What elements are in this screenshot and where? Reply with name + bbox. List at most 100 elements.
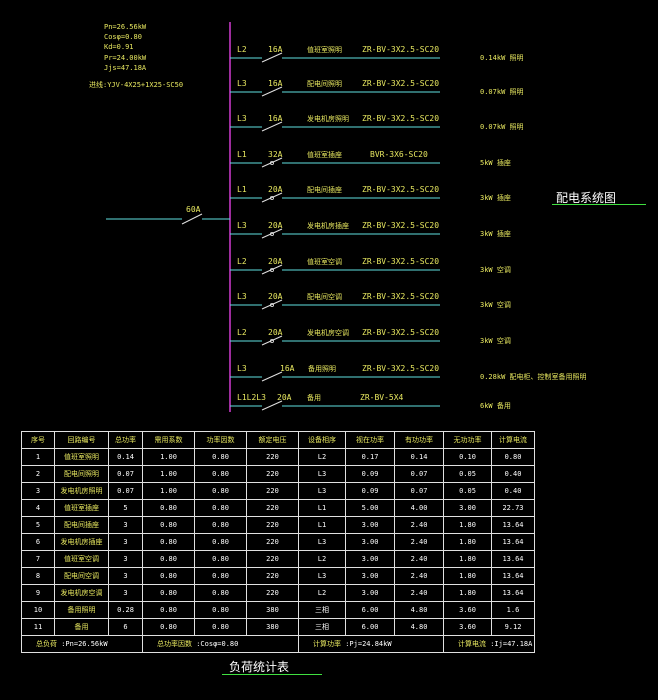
circuit-cable: ZR-BV-3X2.5-SC20 — [362, 185, 440, 194]
table-cell: L3 — [298, 533, 346, 551]
table-cell: 5 — [108, 499, 143, 517]
table-cell: 功率因数 — [194, 431, 247, 449]
circuit-cable: ZR-BV-3X2.5-SC20 — [362, 364, 440, 373]
table-cell: 发电机房照明 — [54, 482, 109, 500]
table-cell: 配电间插座 — [54, 516, 109, 534]
footer-power-factor: 总功率因数 :Cosφ=0.80 — [142, 635, 299, 653]
table-cell: 3 — [108, 533, 143, 551]
table-cell: 0.40 — [491, 482, 535, 500]
table-cell: 3 — [108, 567, 143, 585]
circuit-lines — [230, 52, 440, 411]
diagram-title: 配电系统图 — [556, 191, 617, 205]
table-cell: 0.05 — [443, 465, 492, 483]
table-cell: 22.73 — [491, 499, 535, 517]
table-cell: 0.80 — [194, 601, 247, 619]
table-cell: 6.00 — [345, 601, 395, 619]
table-cell: 220 — [246, 567, 299, 585]
circuit-phase: L3 — [237, 79, 247, 88]
circuit-name: 配电间空调 — [307, 293, 342, 301]
table-cell: 0.40 — [491, 465, 535, 483]
table-cell: 1.00 — [142, 465, 195, 483]
table-cell: 10 — [21, 601, 55, 619]
circuit-cable: ZR-BV-3X2.5-SC20 — [362, 45, 440, 54]
table-cell: 0.07 — [108, 465, 143, 483]
table-cell: 1.00 — [142, 448, 195, 466]
table-cell: 需用系数 — [142, 431, 195, 449]
table-cell: 220 — [246, 550, 299, 568]
table-cell: 9 — [21, 584, 55, 602]
incoming-cable-label: 进线:YJV-4X25+1X25-SC50 — [89, 81, 184, 89]
circuit-7 — [230, 264, 440, 275]
table-cell: 0.07 — [394, 465, 444, 483]
circuit-load: 0.07kW 照明 — [480, 123, 524, 131]
table-cell: L3 — [298, 482, 346, 500]
table-cell: 13.64 — [491, 584, 535, 602]
circuit-breaker-rating: 16A — [268, 114, 283, 123]
table-cell: 0.80 — [194, 550, 247, 568]
circuit-load: 3kW 空调 — [480, 301, 511, 309]
circuit-load: 6kW 备用 — [480, 402, 511, 410]
circuit-breaker-rating: 16A — [280, 364, 295, 373]
footer-total-label: 总负荷 — [36, 640, 57, 648]
table-cell: 2.40 — [394, 567, 444, 585]
circuit-name: 值班室空调 — [307, 258, 342, 266]
circuit-breaker-rating: 20A — [277, 393, 292, 402]
footer-power-factor-label: 总功率因数 — [157, 640, 192, 648]
circuit-load: 3kW 空调 — [480, 337, 511, 345]
table-cell: 0.07 — [108, 482, 143, 500]
table-cell: 回路编号 — [54, 431, 109, 449]
circuit-name: 发电机房插座 — [307, 222, 349, 230]
circuit-phase: L3 — [237, 292, 247, 301]
table-cell: 1.80 — [443, 584, 492, 602]
table-cell: 0.80 — [142, 567, 195, 585]
table-cell: 3.00 — [345, 567, 395, 585]
table-cell: 13.64 — [491, 550, 535, 568]
table-cell: 220 — [246, 465, 299, 483]
table-cell: 无功功率 — [443, 431, 492, 449]
circuit-name: 备用 — [307, 394, 321, 402]
circuit-cable: ZR-BV-3X2.5-SC20 — [362, 221, 440, 230]
table-cell: 220 — [246, 584, 299, 602]
table-cell: 380 — [246, 601, 299, 619]
circuit-phase: L1 — [237, 150, 247, 159]
table-cell: 7 — [21, 550, 55, 568]
table-cell: 0.80 — [194, 618, 247, 636]
table-cell: 0.14 — [108, 448, 143, 466]
diagram-title-underline — [552, 204, 646, 205]
table-cell: 序号 — [21, 431, 55, 449]
table-cell: 1 — [21, 448, 55, 466]
circuit-load: 5kW 插座 — [480, 159, 511, 167]
circuit-breaker-rating: 16A — [268, 45, 283, 54]
table-cell: 220 — [246, 499, 299, 517]
table-cell: 6 — [21, 533, 55, 551]
table-cell: 值班室空调 — [54, 550, 109, 568]
circuit-10 — [230, 371, 440, 382]
circuit-name: 配电间照明 — [307, 80, 342, 88]
table-cell: L2 — [298, 448, 346, 466]
table-cell: 1.80 — [443, 516, 492, 534]
incoming-feeder — [106, 213, 230, 225]
table-cell: 视在功率 — [345, 431, 395, 449]
table-title-underline — [222, 674, 322, 675]
table-cell: 3.00 — [345, 550, 395, 568]
circuit-load: 3kW 插座 — [480, 230, 511, 238]
table-cell: 值班室插座 — [54, 499, 109, 517]
table-cell: 设备相序 — [298, 431, 346, 449]
table-cell: 1.6 — [491, 601, 535, 619]
circuit-breaker-rating: 32A — [268, 150, 283, 159]
param-cos: Cosφ=0.80 — [104, 33, 142, 41]
table-cell: 0.80 — [142, 499, 195, 517]
table-cell: L3 — [298, 465, 346, 483]
table-cell: 5.00 — [345, 499, 395, 517]
table-cell: 备用照明 — [54, 601, 109, 619]
table-cell: L2 — [298, 584, 346, 602]
table-header-row: 序号回路编号总功率需用系数功率因数额定电压设备相序视在功率有功功率无功功率计算电… — [21, 431, 535, 449]
table-cell: 2.40 — [394, 584, 444, 602]
